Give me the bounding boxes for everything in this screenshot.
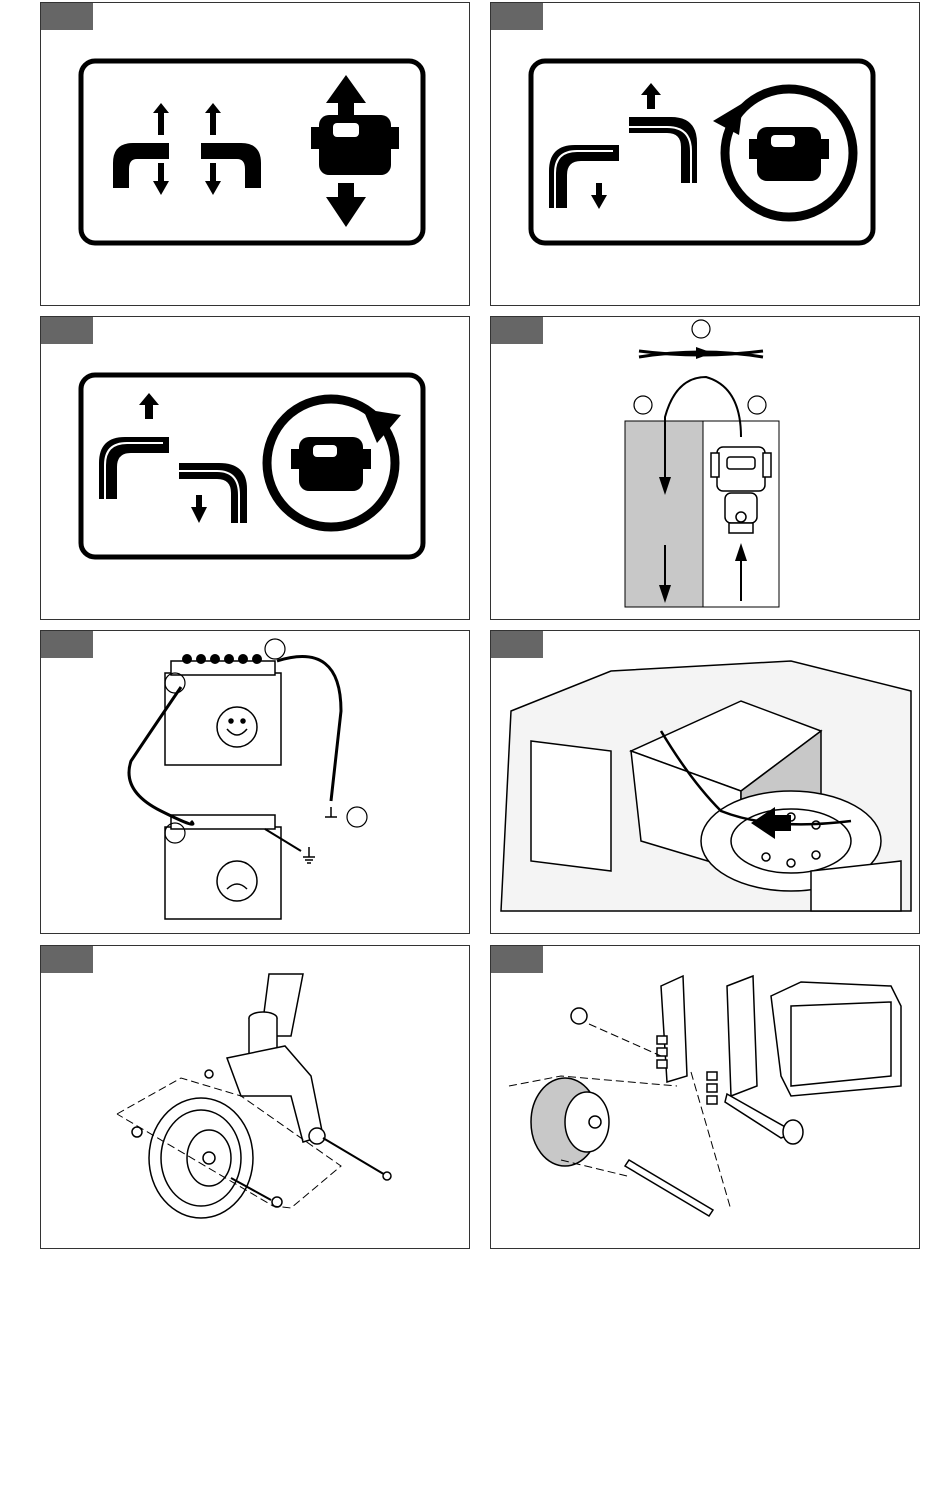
arrow-up-icon: [641, 83, 661, 109]
arrow-down-icon: [591, 183, 607, 209]
arrow-down-icon: [205, 163, 221, 195]
arrow-down-icon: [153, 163, 169, 195]
callout-circle: [692, 320, 710, 338]
callout-circle: [265, 639, 285, 659]
figure-panel-4: [490, 316, 920, 620]
figure-panel-5: [40, 630, 470, 934]
arrow-up-icon: [139, 393, 159, 419]
battery-location-illustration: [491, 631, 919, 933]
callout-circle: [748, 396, 766, 414]
figure-panel-6: [490, 630, 920, 934]
figure-panel-1: [40, 2, 470, 306]
figure-panel-7: [40, 945, 470, 1249]
pedal-icon: [99, 437, 169, 499]
figure-panel-2: [490, 2, 920, 306]
arrow-down-icon: [191, 495, 207, 523]
figure-panel-3: [40, 316, 470, 620]
jumper-cable-negative: [277, 657, 341, 801]
figure-panel-8: [490, 945, 920, 1249]
rotate-right-decal: [41, 317, 469, 619]
caster-wheel-exploded-view: [41, 946, 469, 1248]
dead-battery: [165, 815, 281, 919]
arrow-up-icon: [153, 103, 169, 135]
callout-circle: [347, 807, 367, 827]
arrow-down-icon: [326, 183, 366, 227]
rotate-left-decal: [491, 3, 919, 305]
mowing-pattern-diagram: [491, 317, 919, 619]
callout-circle: [634, 396, 652, 414]
arrow-up-icon: [205, 103, 221, 135]
deck-wheel-exploded-view: [491, 946, 919, 1248]
jump-start-diagram: [41, 631, 469, 933]
lift-lower-decal: [41, 3, 469, 305]
pedal-icon: [549, 145, 619, 208]
ground-icon: [303, 807, 337, 863]
arrow-up-icon: [326, 75, 366, 115]
